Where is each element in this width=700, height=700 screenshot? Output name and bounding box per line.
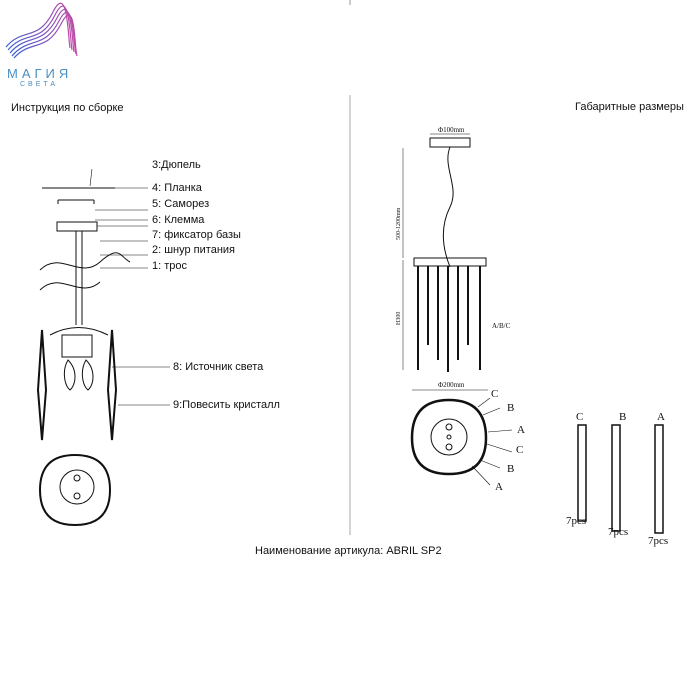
label-cable: 1: трос [152, 260, 188, 272]
label-power-cord: 2: шнур питания [152, 244, 235, 256]
label-plate: 4: Планка [152, 182, 202, 194]
column-letter: B [619, 411, 627, 423]
right-title: Габаритные размеры [575, 101, 684, 113]
logo-wave-icon [5, 2, 78, 59]
left-assembly-drawing [36, 168, 170, 527]
label-dowel: 3:Дюпель [152, 159, 201, 171]
right-dimension-drawing [402, 133, 664, 534]
ring-label: B [507, 463, 515, 475]
label-light-source: 8: Источник света [173, 361, 264, 373]
column-letter: C [576, 411, 584, 423]
logo-name: МАГИЯ [7, 66, 73, 81]
column-count: 7pcs [566, 515, 587, 527]
ring-label: B [507, 402, 515, 414]
column-count: 7pcs [608, 526, 629, 538]
abc-label: A/B/C [492, 322, 511, 330]
label-base-lock: 7: фиксатор базы [152, 229, 241, 241]
dim-height: 500-1200mm [396, 207, 402, 240]
label-screw: 5: Саморез [152, 198, 210, 210]
logo-sub: СВЕТА [20, 81, 59, 88]
column-count: 7pcs [648, 535, 669, 547]
ring-label: A [495, 481, 503, 493]
ring-label: C [491, 388, 499, 400]
dim-body: H300 [396, 311, 402, 325]
article-name: Наименование артикула: ABRIL SP2 [255, 545, 442, 557]
column-letter: A [657, 411, 665, 423]
left-title: Инструкция по сборке [11, 102, 124, 114]
ring-label: A [517, 424, 525, 436]
dim-top: Φ100mm [438, 126, 465, 134]
dim-bottom: Φ200mm [438, 381, 465, 389]
ring-label: C [516, 444, 524, 456]
label-terminal: 6: Клемма [152, 214, 205, 226]
label-hang-crystal: 9:Повесить кристалл [173, 399, 280, 411]
